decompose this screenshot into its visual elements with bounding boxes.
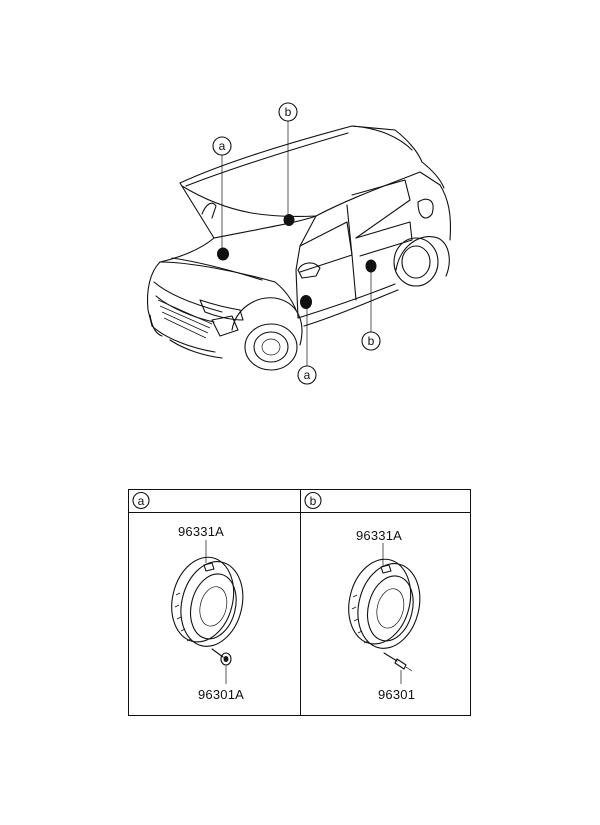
panel-b-screw-part-number: 96301 [378, 687, 415, 702]
svg-text:a: a [138, 494, 145, 508]
svg-text:b: b [368, 334, 375, 348]
callout-a-bottom: a [297, 365, 317, 385]
callout-a-top: a [212, 136, 232, 156]
speaker-icon [348, 558, 421, 649]
vehicle-outline-icon [146, 125, 452, 371]
speaker-mark-dash-left [217, 247, 229, 261]
panel-a-speaker-part-number: 96331A [178, 524, 224, 539]
screw-icon [383, 652, 413, 672]
parts-table [128, 489, 471, 716]
speaker-mark-front-door [300, 295, 312, 309]
panel-b-header: b [304, 491, 322, 510]
svg-text:b: b [310, 494, 317, 508]
svg-text:a: a [304, 368, 311, 382]
callout-b-top: b [278, 102, 298, 122]
speaker-mark-rear-door [365, 259, 377, 273]
callout-b-bottom: b [361, 331, 381, 351]
panel-b-speaker-part-number: 96331A [356, 528, 402, 543]
svg-text:a: a [219, 139, 226, 153]
speaker-mark-dash-right [283, 214, 295, 226]
screw-icon [211, 648, 232, 666]
panel-a-screw-part-number: 96301A [198, 687, 244, 702]
panel-a-header: a [132, 491, 150, 510]
svg-text:b: b [285, 105, 292, 119]
speaker-icon [171, 556, 244, 647]
